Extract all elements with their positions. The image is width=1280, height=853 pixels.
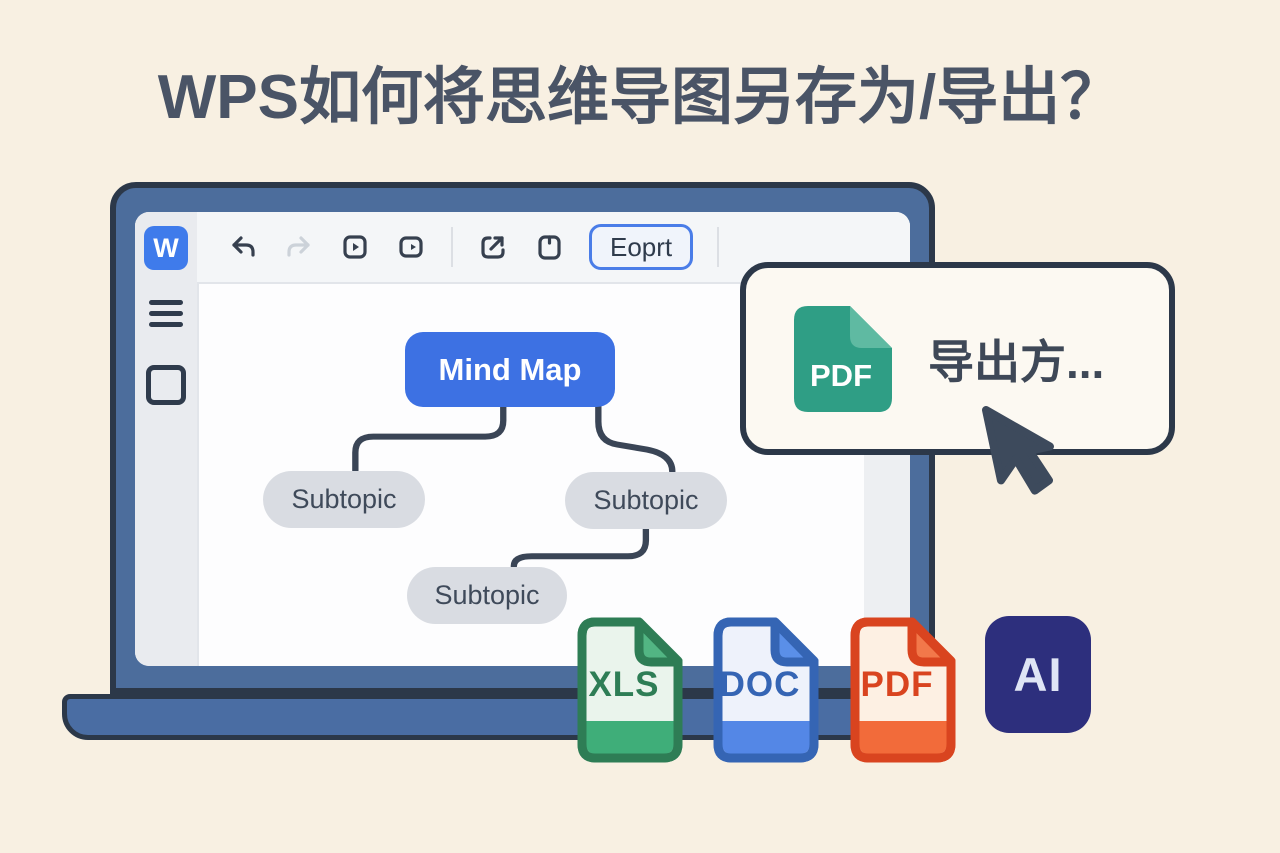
- mindmap-subtopic-node[interactable]: Subtopic: [263, 471, 425, 528]
- wps-logo[interactable]: W: [144, 226, 188, 270]
- mindmap-subtopic-node[interactable]: Subtopic: [565, 472, 727, 529]
- app-sidebar: W: [135, 212, 197, 666]
- export-menu-label: 导出方...: [928, 335, 1105, 388]
- mindmap-subtopic-node[interactable]: Subtopic: [407, 567, 567, 624]
- mindmap-canvas[interactable]: Mind Map Subtopic Subtopic Subtopic: [197, 282, 910, 666]
- pdf-format-file-icon-label: PDF: [860, 665, 934, 704]
- app-main: Eoprt Mind Map Subtopic Subtopic Subtopi…: [197, 212, 910, 666]
- share-icon[interactable]: [477, 231, 509, 263]
- shape-square-icon[interactable]: [146, 365, 186, 405]
- ai-file-icon: AI: [985, 616, 1091, 733]
- doc-file-icon-label: DOC: [719, 665, 801, 704]
- doc-file-icon: DOC: [713, 617, 819, 763]
- pdf-format-file-icon: PDF: [850, 617, 956, 763]
- pdf-file-icon: PDF: [794, 305, 892, 412]
- mindmap-root-node[interactable]: Mind Map: [405, 332, 615, 407]
- mindmap-connectors: [352, 403, 676, 570]
- redo-icon[interactable]: [283, 231, 315, 263]
- play-icon[interactable]: [339, 231, 371, 263]
- xls-file-icon-label: XLS: [588, 665, 660, 704]
- pdf-file-icon-label: PDF: [810, 357, 872, 393]
- xls-file-icon: XLS: [577, 617, 683, 763]
- cursor-arrow-icon: [982, 406, 1054, 495]
- export-button[interactable]: Eoprt: [589, 224, 694, 270]
- export-menu-popup[interactable]: PDF 导出方...: [740, 262, 1175, 455]
- page-title: WPS如何将思维导图另存为/导出？: [157, 63, 1123, 132]
- menu-icon[interactable]: [149, 300, 183, 327]
- toolbar-divider: [717, 227, 720, 267]
- toolbar-divider: [451, 227, 453, 267]
- present-icon[interactable]: [395, 231, 427, 263]
- clipboard-icon[interactable]: [533, 231, 565, 263]
- app-toolbar: Eoprt: [197, 212, 910, 282]
- undo-icon[interactable]: [227, 231, 259, 263]
